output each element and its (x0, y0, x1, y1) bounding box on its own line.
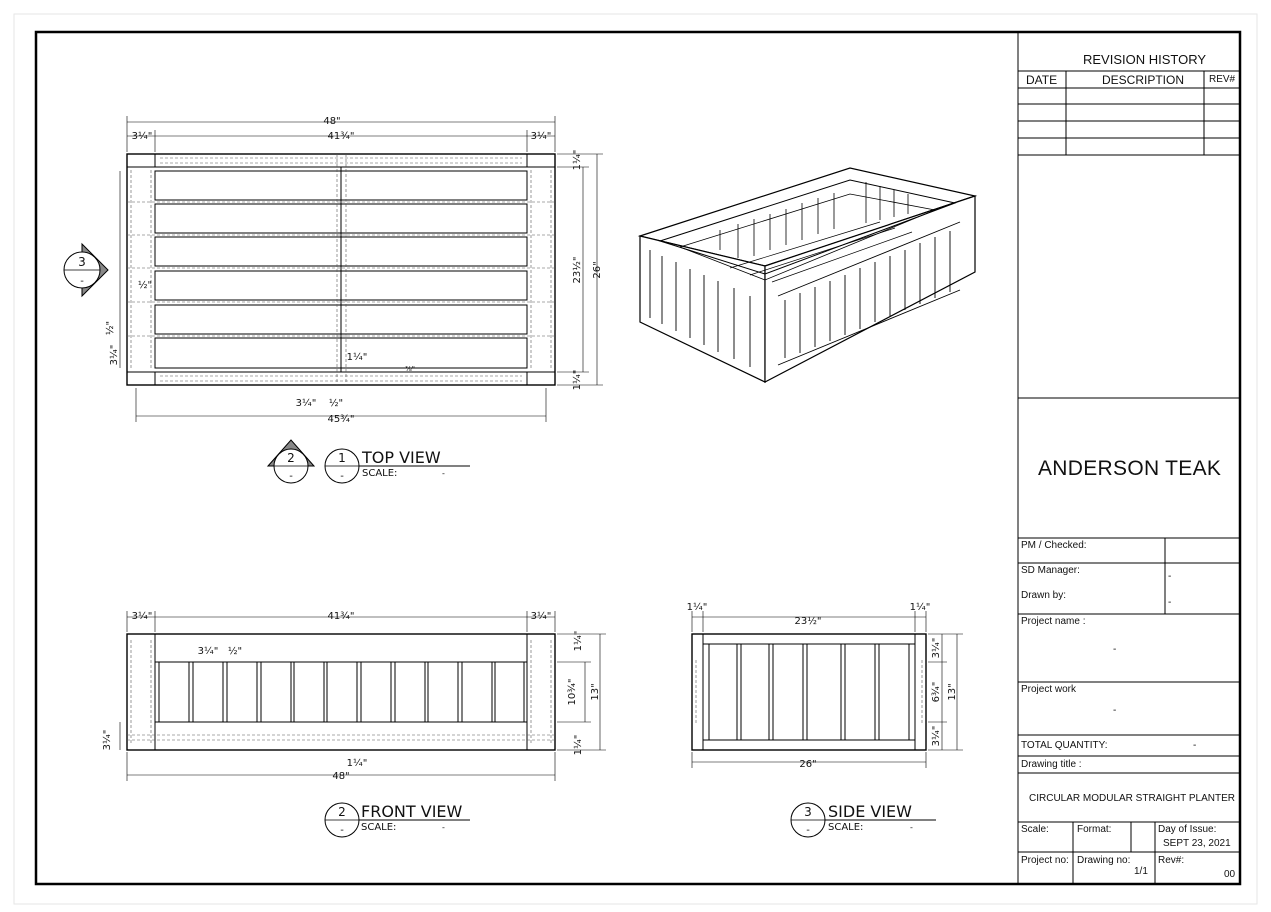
dim-side-inner-width: 23½" (794, 615, 821, 627)
dim-side-bottom: 3¼" (930, 726, 942, 747)
day-of-issue-label: Day of Issue: (1158, 824, 1217, 835)
project-no-label: Project no: (1021, 855, 1069, 866)
day-of-issue-value: SEPT 23, 2021 (1163, 838, 1231, 849)
drawing-border (34, 30, 1242, 886)
sd-manager-value: - (1168, 571, 1172, 582)
revision-description-header: DESCRIPTION (1102, 73, 1185, 87)
dim-front-bottom-rail: 1¼" (572, 735, 584, 756)
dim-front-inner-width: 41¾" (327, 611, 354, 622)
top-view-number: 1 (338, 451, 346, 465)
top-view-bubble (324, 448, 470, 484)
dim-top-rail-top: 1¼" (571, 150, 583, 171)
dim-front-leg: 3¼" (101, 730, 113, 751)
top-view-scale-label: SCALE: (362, 468, 397, 479)
section-marker-number: 3 (78, 255, 86, 269)
dim-top-overall-depth: 26" (592, 261, 603, 278)
dim-top-gap-vert: ½" (104, 321, 116, 335)
project-work-label: Project work (1021, 684, 1077, 695)
dim-front-slat: 3¼" (198, 645, 219, 657)
company-name: ANDERSON TEAK (1038, 457, 1222, 480)
revision-history-title: REVISION HISTORY (1083, 52, 1207, 67)
dim-side-overall-height: 13" (947, 683, 958, 700)
top-view-drawing (119, 116, 603, 422)
pm-checked-label: PM / Checked: (1021, 540, 1087, 551)
elevation-marker-number: 2 (287, 451, 295, 465)
dim-front-overall-height: 13" (590, 683, 601, 700)
dim-top-small: ⅜" (405, 365, 415, 373)
project-work-value: - (1113, 705, 1117, 716)
elevation-marker-sub: - (289, 471, 293, 482)
drawing-no-value: 1/1 (1134, 866, 1148, 877)
top-view-sub: - (340, 471, 344, 482)
dim-top-right-post: 3¼" (531, 130, 552, 142)
dim-front-left-post: 3¼" (132, 610, 153, 622)
front-view-title: FRONT VIEW (361, 802, 463, 821)
revision-date-header: DATE (1026, 73, 1058, 87)
dim-side-right-post: 1¼" (910, 601, 931, 613)
front-view-sub: - (340, 825, 344, 836)
dim-front-right-post: 3¼" (531, 610, 552, 622)
section-marker (63, 242, 109, 298)
rev-label: Rev#: (1158, 855, 1185, 866)
dim-top-center-gap: 1¼" (347, 351, 368, 363)
project-name-value: - (1113, 644, 1117, 655)
drawing-title-label: Drawing title : (1021, 759, 1082, 770)
dim-top-left-post: 3¼" (132, 130, 153, 142)
dim-top-bottom-post: 3¼" (296, 397, 317, 409)
drawing-title-value: CIRCULAR MODULAR STRAIGHT PLANTER (1029, 793, 1235, 804)
front-view-bubble (324, 802, 470, 838)
format-label: Format: (1077, 824, 1112, 835)
sheet-outer-border (13, 13, 1258, 905)
project-name-label: Project name : (1021, 616, 1086, 627)
total-quantity-label: TOTAL QUANTITY: (1021, 740, 1108, 751)
dim-side-top: 3¼" (930, 638, 942, 659)
side-view-bubble (790, 802, 936, 838)
dim-top-inner-width: 41¾" (327, 131, 354, 142)
top-view-title: TOP VIEW (361, 448, 441, 467)
side-view-drawing (691, 611, 963, 768)
title-block (1017, 32, 1240, 884)
dim-top-overall-width: 48" (323, 116, 340, 127)
dim-side-middle: 6¾" (931, 682, 942, 703)
dim-top-post-vert: 3¼" (108, 345, 120, 366)
dim-front-center-gap: 1¼" (347, 757, 368, 769)
dim-top-gap-left: ½" (138, 279, 152, 291)
elevation-marker (266, 439, 316, 484)
dim-side-overall-width: 26" (799, 759, 816, 770)
dim-front-overall-width: 48" (332, 771, 349, 782)
drawing-no-label: Drawing no: (1077, 855, 1131, 866)
front-view-scale-value: - (442, 823, 445, 832)
drawn-by-label: Drawn by: (1021, 590, 1067, 601)
total-quantity-value: - (1193, 740, 1197, 751)
dim-top-bottom-inner: 45¾" (327, 414, 354, 425)
revision-rev-header: REV# (1209, 74, 1236, 85)
front-view-scale-label: SCALE: (361, 822, 396, 833)
dim-top-bottom-gap: ½" (329, 397, 343, 409)
isometric-view (637, 167, 978, 383)
scale-label: Scale: (1021, 824, 1049, 835)
front-view-number: 2 (338, 805, 346, 819)
side-view-sub: - (806, 825, 810, 836)
side-view-title: SIDE VIEW (828, 802, 912, 821)
front-view-drawing (119, 611, 606, 781)
side-view-scale-value: - (910, 823, 913, 832)
dim-front-inner-height: 10¾" (567, 678, 578, 705)
side-view-number: 3 (804, 805, 812, 819)
top-view-scale-value: - (442, 469, 445, 478)
rev-value: 00 (1224, 869, 1236, 880)
dim-side-left-post: 1¼" (687, 601, 708, 613)
dim-front-top-rail: 1¼" (572, 631, 584, 652)
section-marker-sub: - (80, 276, 84, 287)
sd-manager-label: SD Manager: (1021, 565, 1080, 576)
drawn-by-value: - (1168, 597, 1172, 608)
side-view-scale-label: SCALE: (828, 822, 863, 833)
dim-front-slat-gap: ½" (228, 645, 242, 657)
dim-top-inner-depth: 23½" (571, 256, 583, 283)
dim-top-rail-bottom: 1¼" (571, 370, 583, 391)
